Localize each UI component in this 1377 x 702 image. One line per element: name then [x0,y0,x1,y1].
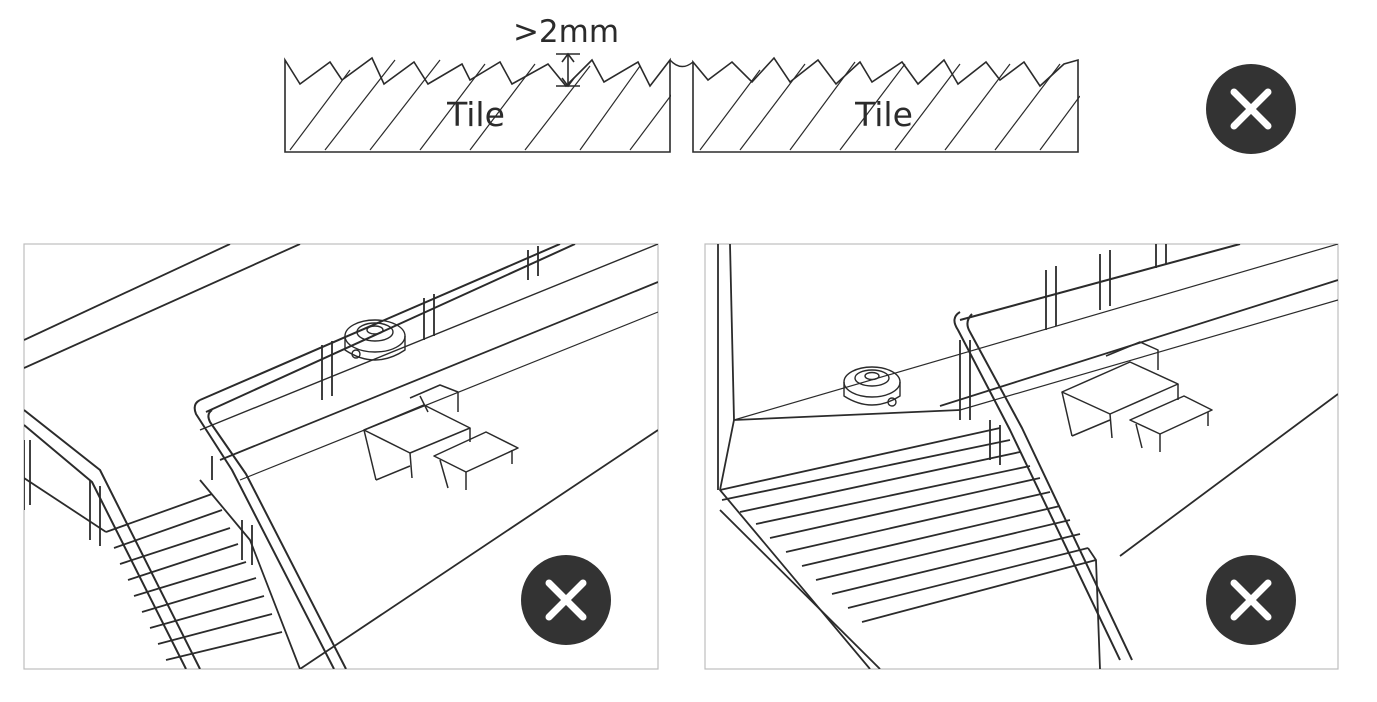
right-tile [692,56,1080,153]
tile-joint [669,59,694,68]
scene-wide-stairs [704,243,1339,670]
height-dimension [556,52,580,88]
tile-cross-section [284,52,1080,153]
close-icon [1206,555,1296,645]
height-label: >2mm [513,14,619,50]
close-icon [521,555,611,645]
right-tile-label: Tile [854,95,913,134]
left-tile-label: Tile [446,95,505,134]
close-icon [1206,64,1296,154]
scene-descending-stairs [23,243,659,670]
left-tile [284,56,671,153]
